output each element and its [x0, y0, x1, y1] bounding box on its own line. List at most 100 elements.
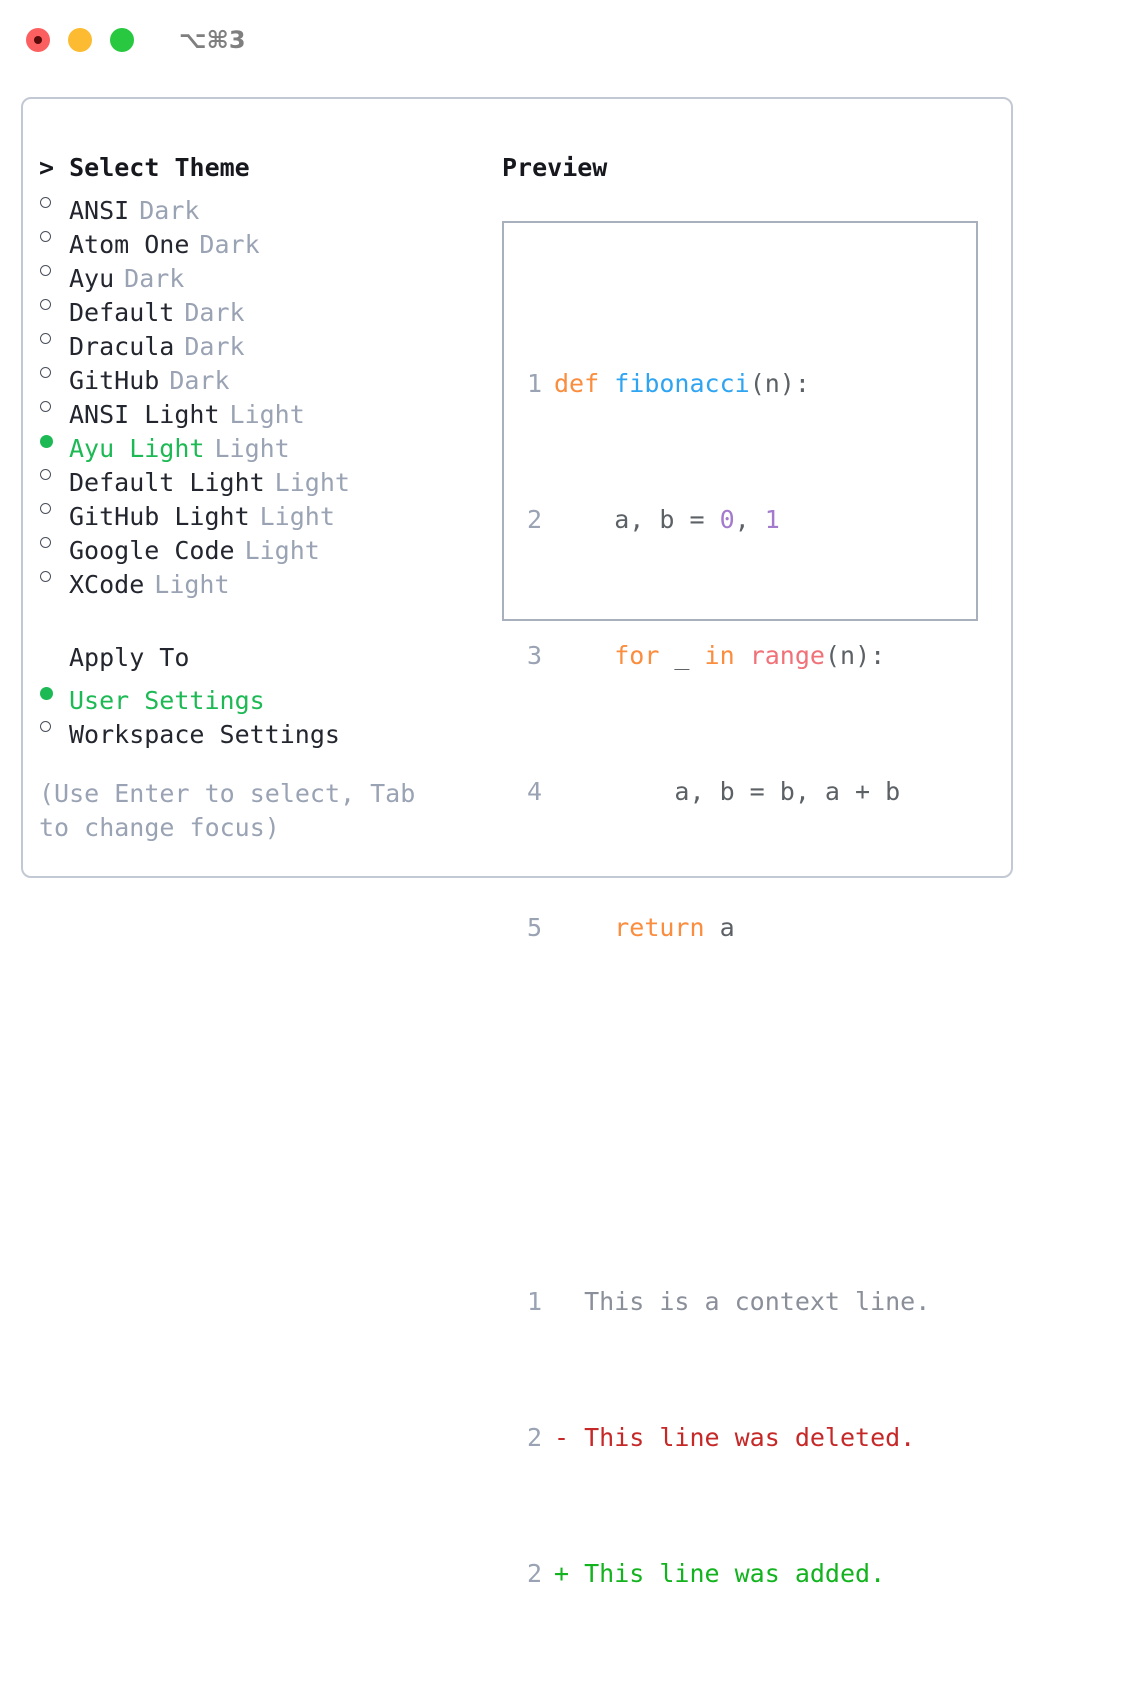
line-number: 2	[526, 1559, 542, 1588]
theme-item[interactable]: ANSI Light Light	[39, 389, 479, 429]
diff-text: This is a context line.	[584, 1287, 931, 1316]
option-label: User Settings	[69, 686, 265, 715]
keyboard-hint-text: (Use Enter to select, Tab to change focu…	[39, 779, 431, 842]
code-token: range	[749, 641, 825, 670]
theme-tag: Dark	[184, 298, 245, 327]
theme-tag: Dark	[199, 230, 260, 259]
line-number: 5	[526, 913, 542, 942]
apply-to-label: Apply To	[69, 643, 190, 672]
theme-item[interactable]: GitHub Dark	[39, 355, 479, 395]
line-number: 2	[526, 505, 542, 534]
maximize-button[interactable]	[110, 28, 134, 52]
apply-to-workspace-settings[interactable]: Workspace Settings	[39, 709, 479, 749]
minimize-button[interactable]	[68, 28, 92, 52]
radio-unselected-icon	[39, 185, 69, 219]
theme-name: Ayu	[69, 264, 115, 293]
code-token: _	[659, 641, 705, 670]
code-token	[554, 913, 614, 942]
line-number: 1	[526, 1287, 542, 1316]
radio-unselected-icon	[39, 457, 69, 491]
theme-item[interactable]: Atom One Dark	[39, 219, 479, 259]
theme-tag: Dark	[124, 264, 185, 293]
theme-name: Default Light	[69, 468, 265, 497]
theme-tag: Light	[244, 536, 320, 565]
code-token	[554, 641, 614, 670]
apply-to-user-settings[interactable]: User Settings	[39, 675, 479, 715]
theme-name: Dracula	[69, 332, 175, 361]
close-button[interactable]	[26, 28, 50, 52]
apply-to-options: User Settings Workspace Settings	[39, 675, 479, 749]
theme-tag: Dark	[184, 332, 245, 361]
app-window: ⌥⌘3 > Select Theme ANSI Dark Atom One Da…	[0, 0, 1140, 1588]
theme-item[interactable]: Ayu Dark	[39, 253, 479, 293]
select-theme-heading: > Select Theme	[39, 153, 250, 182]
radio-unselected-icon	[39, 219, 69, 253]
title-bar: ⌥⌘3	[0, 0, 1140, 80]
theme-picker-card: > Select Theme ANSI Dark Atom One Dark	[21, 97, 1013, 1588]
diff-text: This line was deleted.	[584, 1423, 916, 1452]
theme-item[interactable]: GitHub Light Light	[39, 491, 479, 531]
theme-tag: Light	[154, 570, 230, 599]
code-token: (n):	[824, 641, 886, 670]
diff-gap	[520, 1149, 930, 1183]
radio-selected-icon	[39, 423, 69, 457]
theme-item[interactable]: XCode Light	[39, 559, 479, 599]
traffic-light-buttons	[26, 28, 134, 52]
code-line: 1 def fibonacci(n):	[520, 367, 930, 401]
code-line: 3 for _ in range(n):	[520, 639, 930, 673]
diff-prefix	[554, 1287, 584, 1316]
theme-selection-panel: > Select Theme ANSI Dark Atom One Dark	[39, 151, 479, 845]
diff-prefix: -	[554, 1423, 585, 1452]
code-token: (n):	[749, 369, 810, 398]
theme-item[interactable]: Default Light Light	[39, 457, 479, 497]
radio-unselected-icon	[39, 253, 69, 287]
theme-name: GitHub Light	[69, 502, 250, 531]
code-line: 4 a, b = b, a + b	[520, 775, 930, 809]
line-number: 2	[526, 1423, 542, 1452]
code-token: fibonacci	[614, 369, 750, 398]
code-token: ,	[734, 505, 765, 534]
theme-item[interactable]: Dracula Dark	[39, 321, 479, 361]
theme-tag: Light	[229, 400, 305, 429]
diff-text: This line was added.	[584, 1559, 886, 1588]
diff-line-context: 1 This is a context line.	[520, 1285, 930, 1319]
code-line: 5 return a	[520, 911, 930, 945]
theme-name: XCode	[69, 570, 145, 599]
theme-name: Ayu Light	[69, 434, 205, 463]
theme-name: Google Code	[69, 536, 235, 565]
code-token: in	[704, 641, 735, 670]
code-token: for	[614, 641, 660, 670]
theme-list: ANSI Dark Atom One Dark Ayu Dark	[39, 185, 479, 599]
preview-heading: Preview	[502, 153, 608, 182]
code-token: def	[554, 369, 615, 398]
theme-tag: Dark	[139, 196, 200, 225]
code-token: 1	[764, 505, 780, 534]
radio-unselected-icon	[39, 525, 69, 559]
theme-tag: Light	[214, 434, 290, 463]
window-title: ⌥⌘3	[179, 26, 246, 54]
line-number: 3	[526, 641, 542, 670]
code-token: a	[704, 913, 735, 942]
theme-item[interactable]: ANSI Dark	[39, 185, 479, 225]
theme-tag: Dark	[169, 366, 230, 395]
code-line: 2 a, b = 0, 1	[520, 503, 930, 537]
line-number: 1	[526, 369, 542, 398]
diff-prefix: +	[554, 1559, 585, 1588]
radio-unselected-icon	[39, 355, 69, 389]
theme-name: ANSI	[69, 196, 130, 225]
theme-tag: Light	[259, 502, 335, 531]
theme-item[interactable]: Google Code Light	[39, 525, 479, 565]
theme-item-selected[interactable]: Ayu Light Light	[39, 423, 479, 463]
theme-name: GitHub	[69, 366, 160, 395]
code-token: 0	[719, 505, 735, 534]
theme-tag: Light	[274, 468, 350, 497]
theme-item[interactable]: Default Dark	[39, 287, 479, 327]
theme-name: Default	[69, 298, 175, 327]
radio-unselected-icon	[39, 287, 69, 321]
diff-line-deleted: 2- This line was deleted.	[520, 1421, 930, 1455]
radio-unselected-icon	[39, 709, 69, 743]
radio-unselected-icon	[39, 389, 69, 423]
code-token	[735, 641, 750, 670]
